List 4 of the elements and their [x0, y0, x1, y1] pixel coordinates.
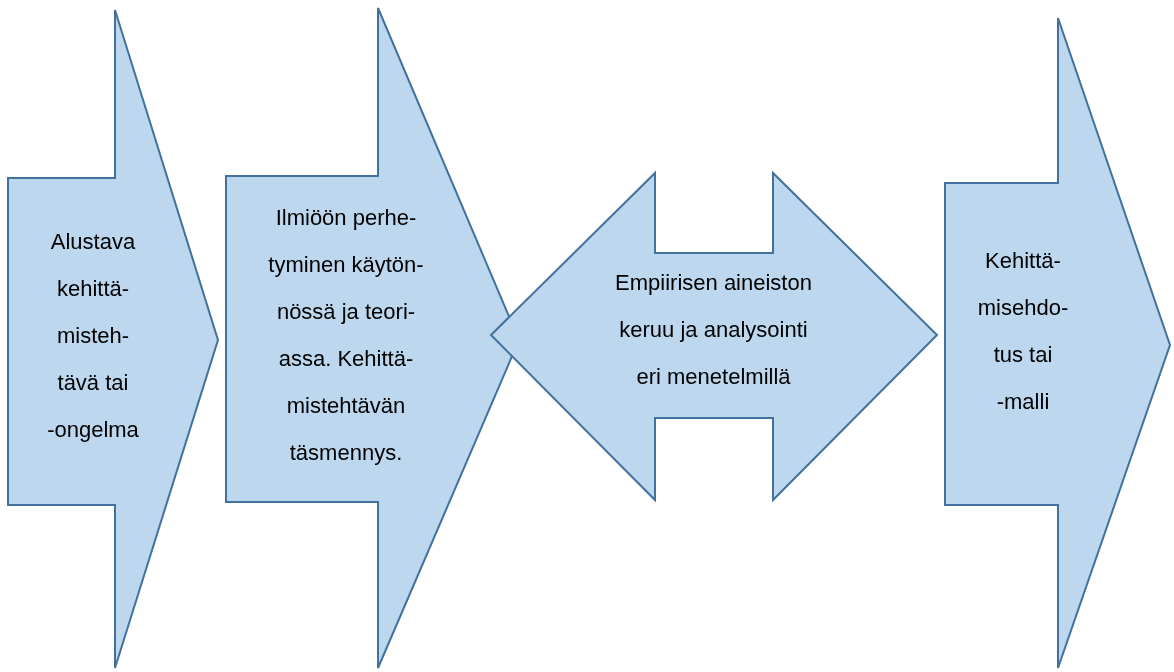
step-label: Alustava kehittä- misteh- tävä tai -ongelma	[46, 228, 140, 444]
step-label: Empiirisen aineiston keruu ja analysointi eri menetelmillä	[614, 269, 813, 391]
step-label: Kehittä- misehdo- tus tai -malli	[976, 247, 1070, 416]
step-label: Ilmiöön perhe- tyminen käytön- nössä ja teori- assa. Kehittä- mistehtävän täsmennys.	[267, 204, 425, 467]
